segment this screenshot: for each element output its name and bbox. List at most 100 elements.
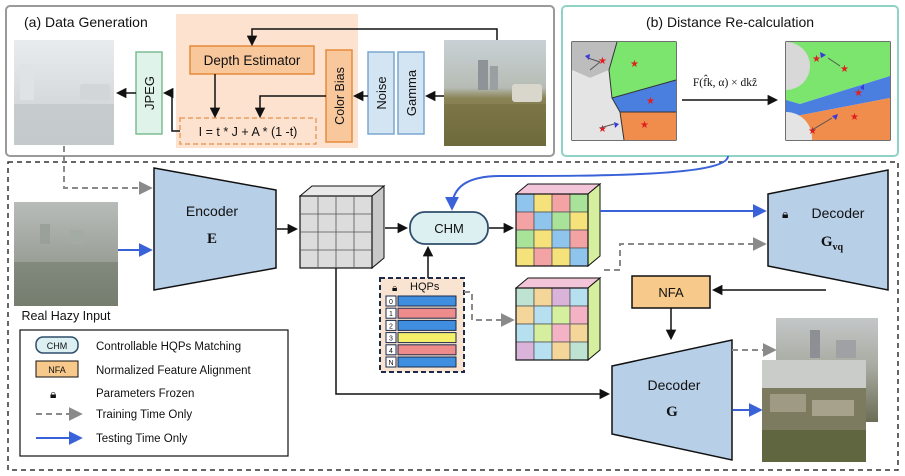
cube-outline	[515, 287, 589, 361]
feature-cube	[298, 184, 386, 270]
svg-text:★: ★	[598, 56, 607, 67]
cube-cell	[533, 229, 553, 249]
output-dehazed-image	[762, 360, 866, 462]
cube-cell	[515, 247, 535, 267]
distance-recalc-title: (b) Distance Re-calculation	[646, 14, 814, 30]
cube-cell	[551, 287, 571, 307]
arrow-image-to-depth	[246, 28, 498, 47]
partition-before: ★ ★ ★ ★ ★	[571, 41, 677, 141]
noise-label: Noise	[374, 76, 389, 109]
hqp-index-box	[385, 319, 397, 331]
encoder-block: Encoder E	[153, 167, 277, 291]
nfa-label: NFA	[658, 285, 684, 300]
svg-text:★: ★	[640, 120, 649, 131]
cube-cell	[515, 323, 535, 343]
hqp-index-box	[385, 307, 397, 319]
cube-side-face	[587, 276, 601, 362]
hqp-entry	[397, 295, 457, 307]
depth-estimator-label: Depth Estimator	[204, 53, 301, 68]
legend-chm-abbr: CHM	[47, 341, 68, 351]
cube-cell	[533, 341, 553, 361]
clear-source-image	[444, 40, 546, 146]
jpeg-box: JPEG	[135, 51, 163, 135]
training-arrow-aligned-to-decoder-vq	[604, 237, 767, 271]
legend-training-text: Training Time Only	[96, 409, 192, 421]
nfa-block: NFA	[631, 275, 711, 309]
color-bias-label: Color Bias	[333, 67, 347, 125]
hqp-entry	[397, 319, 457, 331]
data-generation-title: (a) Data Generation	[24, 14, 148, 30]
cube-cell	[551, 193, 571, 213]
noise-box: Noise	[367, 51, 395, 135]
lock-icon-hqps: 🔒︎	[392, 283, 397, 294]
cube-cell	[551, 323, 571, 343]
lock-icon-decoder-vq: 🔒︎	[782, 207, 788, 221]
legend-item-testing: Testing Time Only	[36, 431, 188, 445]
decoder-vq-title: Decoder	[812, 205, 865, 221]
decoder-title: Decoder	[648, 377, 701, 393]
decoder-vq-subscript: vq	[833, 242, 844, 253]
legend-item-training: Training Time Only	[36, 407, 192, 421]
cube-cell	[551, 229, 571, 249]
cube-top-face	[514, 183, 602, 195]
color-bias-box: Color Bias	[325, 49, 353, 143]
gamma-box: Gamma	[397, 51, 425, 135]
cube-cell	[569, 229, 589, 249]
cube-cell	[551, 305, 571, 325]
svg-text:★: ★	[808, 126, 817, 137]
cube-cell	[515, 229, 535, 249]
decoder-block: Decoder G	[611, 339, 733, 461]
data-generation-panel: (a) Data Generation JPEG Depth Estimator…	[5, 5, 555, 157]
legend-item-nfa: NFA Normalized Feature Alignment	[35, 360, 251, 378]
decoder-vq-symbol-main: G	[821, 234, 833, 250]
cube-cell	[533, 211, 553, 231]
real-hazy-input-label: Real Hazy Input	[22, 309, 111, 323]
decoder-vq-block: 🔒︎ Decoder Gvq	[767, 169, 889, 291]
hqp-index-label: 0	[389, 299, 393, 306]
legend-testing-text: Testing Time Only	[96, 433, 188, 445]
cube-cell	[533, 287, 553, 307]
cube-cell	[551, 341, 571, 361]
svg-text:★: ★	[854, 88, 863, 99]
legend-nfa-abbr: NFA	[48, 365, 66, 375]
legend-nfa-text: Normalized Feature Alignment	[96, 365, 251, 377]
cube-cell	[569, 211, 589, 231]
svg-text:★: ★	[850, 112, 859, 123]
cube-cell	[569, 247, 589, 267]
haze-equation: I = t * J + A * (1 -t)	[199, 125, 298, 139]
synthetic-hazy-image	[14, 40, 114, 145]
equation-box: I = t * J + A * (1 -t)	[179, 117, 317, 145]
cube-cell	[569, 323, 589, 343]
hqp-index-box	[385, 344, 397, 356]
depth-estimator-box: Depth Estimator	[189, 45, 315, 75]
hqp-entry	[397, 344, 457, 356]
cube-cell	[515, 305, 535, 325]
cube-cell	[533, 305, 553, 325]
jpeg-label: JPEG	[142, 76, 157, 110]
aligned-feature-cube	[514, 276, 602, 362]
hqp-index-label: N	[388, 360, 393, 367]
hqps-title: HQPs	[410, 281, 440, 293]
distance-formula: F(f̂k, α) × dkẑ	[693, 74, 757, 89]
distance-recalc-panel: (b) Distance Re-calculation ★ ★ ★ ★ ★ F(…	[561, 5, 899, 157]
cube-side-face	[587, 182, 601, 268]
hqp-entry	[397, 307, 457, 319]
chm-label: CHM	[434, 221, 464, 236]
cube-cell	[515, 193, 535, 213]
quantized-feature-cube	[514, 182, 602, 268]
cube-cell	[533, 323, 553, 343]
lock-icon-legend: 🔒︎	[50, 387, 56, 401]
partition-after: ★ ★ ★ ★ ★	[785, 41, 891, 141]
hqp-index-label: 4	[389, 348, 393, 355]
hqp-index-label: 3	[389, 336, 393, 343]
decoder-symbol: G	[666, 404, 678, 420]
cube-cell	[569, 193, 589, 213]
cube-cell	[515, 211, 535, 231]
svg-text:★: ★	[812, 54, 821, 65]
gamma-label: Gamma	[404, 69, 419, 116]
encoder-symbol: E	[207, 231, 217, 247]
decoder-vq-symbol: Gvq	[821, 234, 844, 253]
cube-cell	[569, 341, 589, 361]
